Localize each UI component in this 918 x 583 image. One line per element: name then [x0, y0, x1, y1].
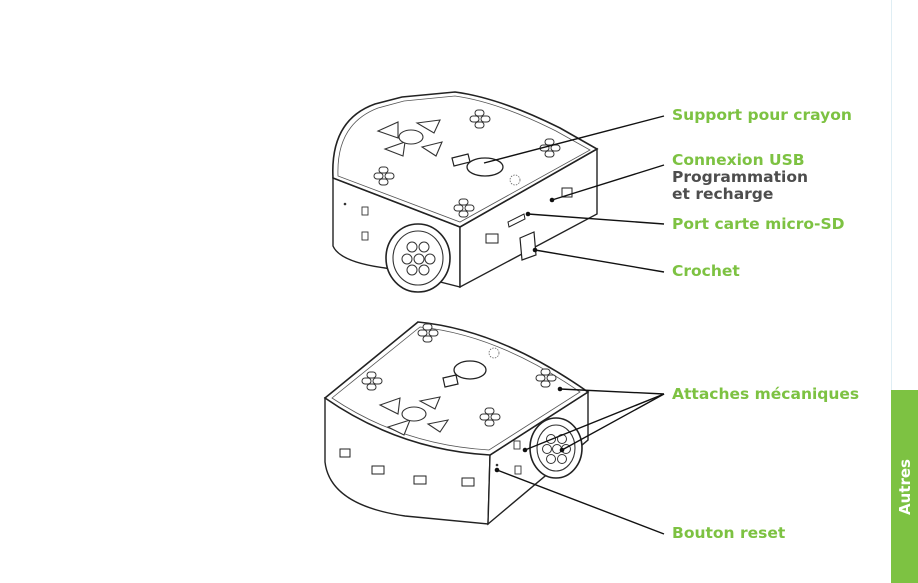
leader-line-usb [551, 164, 665, 201]
leader-line-attach-2 [524, 393, 665, 451]
leader-line-micro-sd [527, 213, 665, 225]
leader-line-pen-holder [483, 115, 665, 164]
label-reset-button: Bouton reset [672, 524, 786, 542]
section-tab[interactable]: Autres [891, 390, 918, 583]
label-mechanical-attachments: Attaches mécaniques [672, 385, 860, 403]
leader-line-attach-1 [559, 388, 665, 395]
label-recharge: et recharge [672, 185, 774, 203]
label-pen-holder: Support pour crayon [672, 106, 852, 124]
side-divider [891, 0, 892, 583]
label-usb-connection: Connexion USB [672, 151, 805, 169]
leader-lines [483, 115, 665, 535]
label-programming: Programmation [672, 168, 809, 186]
leader-line-reset [496, 469, 665, 535]
label-hook: Crochet [672, 262, 740, 280]
leader-line-attach-3 [561, 393, 665, 451]
label-micro-sd-port: Port carte micro-SD [672, 215, 845, 233]
robot-top-view [332, 91, 599, 293]
robot-bottom-view [323, 321, 590, 526]
section-tab-label: Autres [895, 458, 914, 515]
leader-line-hook [534, 249, 665, 273]
